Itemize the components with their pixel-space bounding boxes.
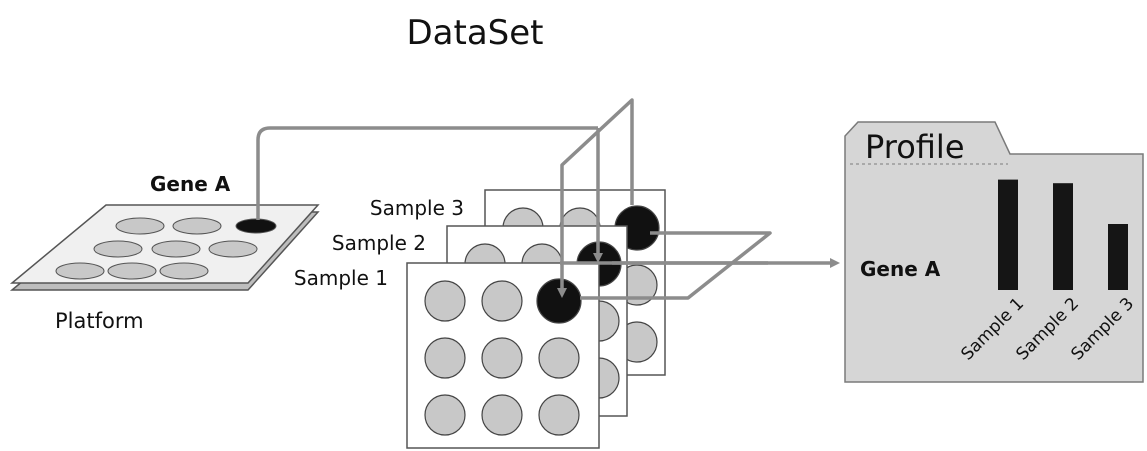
platform-gene-a-spot (235, 218, 277, 234)
gene-a-feed-line (256, 126, 598, 220)
platform-spot (93, 240, 143, 258)
profile-tab-label: Profile (865, 128, 965, 166)
sample-1-out-line (580, 231, 772, 300)
platform-gene-label: Gene A (150, 172, 231, 196)
sample-spot (538, 337, 580, 379)
platform-spot (172, 217, 222, 235)
sample-3-label: Sample 3 (370, 196, 464, 220)
sample-spot (538, 394, 580, 436)
profile-bar-sample-3 (1108, 224, 1128, 290)
sample-spot (424, 394, 466, 436)
sample-spot (424, 337, 466, 379)
diagram-title: DataSet (406, 13, 543, 53)
platform-spot (208, 240, 258, 258)
sample-chip-stack (406, 189, 666, 449)
connector-arrows (256, 98, 840, 300)
platform-spot (151, 240, 201, 258)
platform-spot (159, 262, 209, 280)
sample-spot (481, 394, 523, 436)
platform-label: Platform (55, 309, 144, 333)
sample-2-label: Sample 2 (332, 231, 426, 255)
sample-gene-a-spot (536, 278, 582, 324)
platform-spot (107, 262, 157, 280)
platform-slide (9, 204, 320, 291)
profile-bar-sample-1 (998, 179, 1018, 290)
sample-spot (481, 337, 523, 379)
platform-spot (115, 217, 165, 235)
sample-1-chip (406, 262, 600, 449)
platform-spot (55, 262, 105, 280)
sample-spot (424, 280, 466, 322)
sample-1-label: Sample 1 (294, 266, 388, 290)
profile-gene-label: Gene A (860, 257, 941, 281)
platform-spot-grid (55, 217, 277, 280)
sample-spot (481, 280, 523, 322)
profile-bar-sample-2 (1053, 183, 1073, 290)
